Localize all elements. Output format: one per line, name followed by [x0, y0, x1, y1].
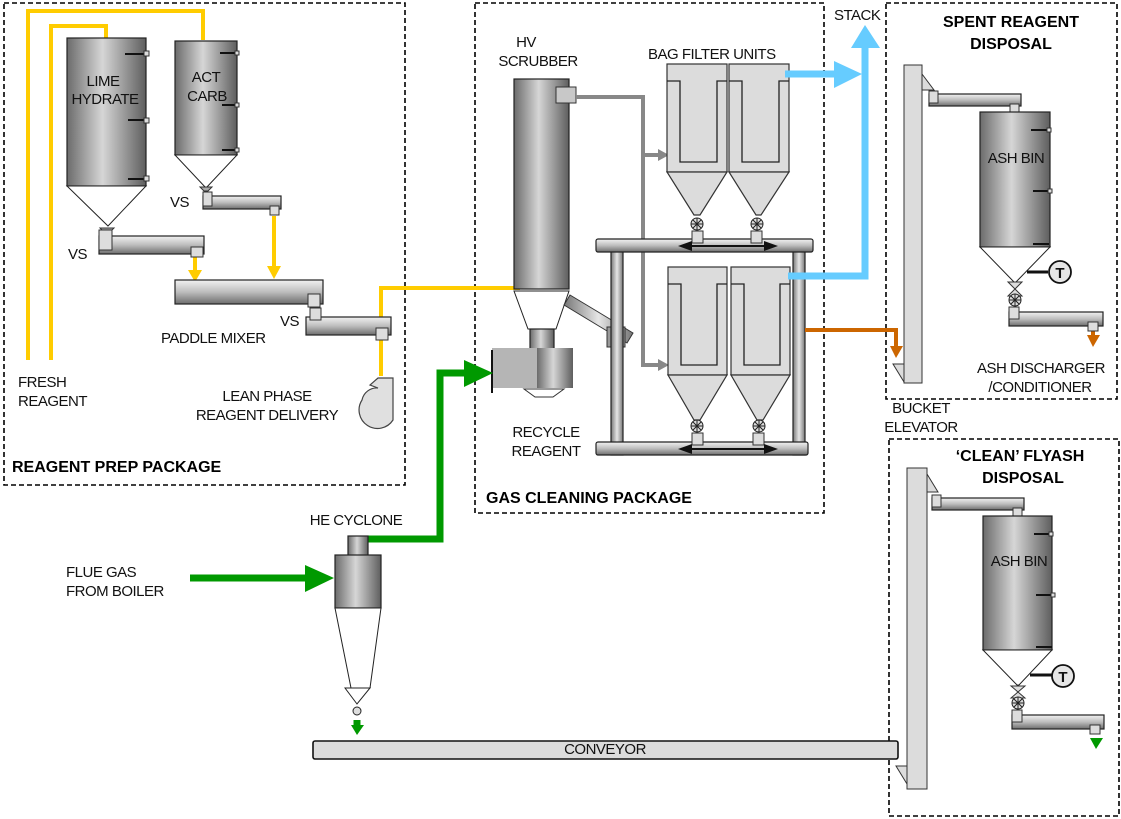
bag-filter-upper-1 [665, 63, 729, 216]
paddle-mixer-label: PADDLE MIXER [161, 330, 266, 347]
vs-label-carb: VS [170, 194, 190, 211]
lean-phase-label-line1: LEAN PHASE [222, 388, 312, 405]
flue-gas-lines [190, 369, 470, 726]
bucket-elevator-2 [895, 467, 939, 790]
vs-screw-mixer [305, 307, 392, 341]
clean-gas-to-stack [785, 45, 869, 280]
bucket-elevator-label-line2: ELEVATOR [884, 419, 958, 436]
bag-filter-units-label: BAG FILTER UNITS [648, 46, 776, 63]
bag-filter-lower-1 [666, 266, 729, 421]
rotary-valves [690, 217, 766, 433]
reagent-prep-package-title: REAGENT PREP PACKAGE [12, 459, 222, 476]
ash-bin-1-assembly [928, 90, 1104, 332]
bag-filter-lower-2 [729, 266, 792, 421]
recycle-reagent-label-line2: REAGENT [511, 443, 580, 460]
bucket-elevator-label-line1: BUCKET [892, 400, 950, 417]
vs-screw-carb [198, 186, 282, 216]
reagent-prep-package-boundary [3, 2, 406, 486]
lean-phase-blower [358, 377, 394, 429]
conveyor [312, 740, 899, 760]
act-label-line1: ACT [192, 69, 221, 86]
ash-arrow-icon [1087, 335, 1100, 347]
hv-scrubber-label-line1: HV [516, 34, 536, 51]
vs-label-lime: VS [68, 246, 88, 263]
temperature-label-2: T [1058, 669, 1067, 686]
scrubber-outlet-line [576, 95, 660, 367]
clean-flyash-title-line2: DISPOSAL [982, 470, 1064, 487]
spent-reagent-disposal-boundary [885, 2, 1118, 400]
act-label-line2: CARB [187, 88, 227, 105]
fresh-reagent-lines [26, 9, 520, 376]
gas-arrow-icon [658, 149, 669, 161]
flue-gas-label-line2: FROM BOILER [66, 583, 165, 600]
lime-hydrate-silo: LIME HYDRATE [65, 37, 150, 227]
ash-bin-1-label: ASH BIN [988, 150, 1045, 167]
flue-gas-arrow-icon [464, 360, 493, 387]
recycle-reagent-label-line1: RECYCLE [512, 424, 580, 441]
fresh-reagent-label-line2: REAGENT [18, 393, 87, 410]
stack-label: STACK [834, 7, 881, 24]
clean-flyash-disposal-boundary [888, 438, 1120, 817]
temperature-label-1: T [1055, 265, 1064, 282]
hv-scrubber-label-line2: SCRUBBER [498, 53, 578, 70]
ash-discharger-label-line1: ASH DISCHARGER [977, 360, 1106, 377]
flue-gas-arrow-icon [305, 565, 334, 592]
bag-filter-upper-2 [727, 63, 791, 216]
vs-label-mixer: VS [280, 313, 300, 330]
ash-bin-2-label: ASH BIN [991, 553, 1048, 570]
filter-screw-conveyors [678, 230, 778, 454]
clean-flyash-title-line1: ‘CLEAN’ FLYASH [956, 448, 1085, 465]
hv-scrubber [491, 78, 634, 398]
spent-reagent-title-line1: SPENT REAGENT [943, 14, 1079, 31]
ash-bin-2-assembly [931, 494, 1105, 735]
conveyor-label: CONVEYOR [564, 741, 647, 758]
he-cyclone [334, 535, 382, 716]
stack-arrow-icon [851, 25, 880, 48]
flyash-arrow-icon [351, 725, 364, 735]
paddle-mixer [174, 279, 324, 308]
reagent-arrow-icon [267, 266, 281, 279]
lime-label-line1: LIME [86, 73, 120, 90]
spent-reagent-title-line2: DISPOSAL [970, 36, 1052, 53]
gas-arrow-icon [834, 61, 862, 88]
he-cyclone-label: HE CYCLONE [310, 512, 403, 529]
lean-phase-label-line2: REAGENT DELIVERY [196, 407, 339, 424]
gas-arrow-icon [658, 359, 669, 371]
reagent-arrow-icon [188, 270, 202, 282]
gas-cleaning-package-boundary [474, 2, 825, 514]
temperature-indicator-1: T [1048, 260, 1072, 284]
ash-discharger-label-line2: /CONDITIONER [988, 379, 1092, 396]
ash-arrow-icon [890, 346, 903, 358]
vs-screw-lime [98, 227, 205, 258]
act-carb-silo: ACT CARB [173, 40, 240, 189]
flue-gas-label-line1: FLUE GAS [66, 564, 137, 581]
bucket-elevator-1 [892, 64, 935, 384]
spent-reagent-line [805, 328, 1095, 348]
flyash-arrow-icon [1090, 738, 1103, 749]
lime-label-line2: HYDRATE [71, 91, 139, 108]
gas-cleaning-package-title: GAS CLEANING PACKAGE [486, 490, 692, 507]
temperature-indicator-2: T [1051, 664, 1075, 688]
fresh-reagent-label-line1: FRESH [18, 374, 66, 391]
